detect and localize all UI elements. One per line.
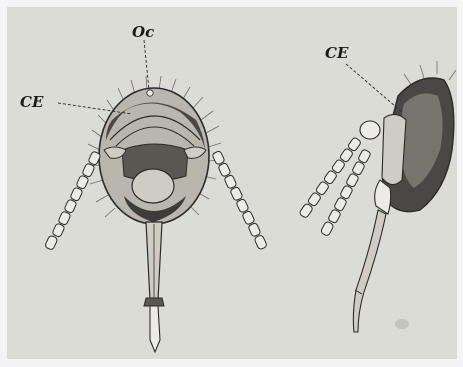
rostrum-joint — [144, 298, 164, 306]
label-ce-front: CE — [20, 93, 44, 111]
label-oc: Oc — [132, 23, 154, 41]
labrum — [132, 169, 174, 203]
side-frons — [382, 114, 406, 184]
side-antenna-base — [360, 121, 380, 139]
label-ce-side: CE — [325, 44, 349, 62]
plate-smudge — [395, 319, 409, 329]
ocellus — [147, 90, 153, 96]
